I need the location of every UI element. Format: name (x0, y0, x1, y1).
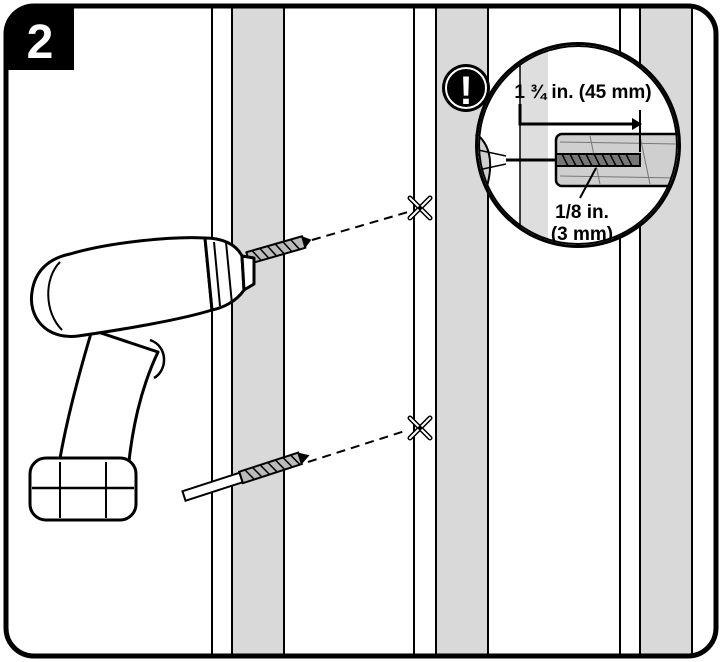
step-number: 2 (27, 16, 54, 69)
diameter-label-line2: (3 mm) (551, 224, 613, 245)
x-mark-icon (407, 195, 433, 221)
warning-icon: ! (442, 64, 490, 113)
wall-stud (436, 6, 488, 656)
depth-callout: 1 ¾ in. (45 mm) 1/8 in. (3 mm) (475, 42, 681, 248)
x-mark-icon (407, 415, 433, 441)
wall-stud (232, 6, 284, 656)
diameter-label-line1: 1/8 in. (555, 202, 609, 223)
drill-bit-icon (181, 451, 310, 503)
drill-path-lines (307, 211, 409, 463)
warning-symbol: ! (459, 69, 472, 113)
cordless-drill-icon (28, 235, 312, 522)
frame-border (3, 3, 719, 659)
depth-label: 1 ¾ in. (45 mm) (514, 82, 651, 103)
step-number-badge: 2 (6, 6, 74, 70)
